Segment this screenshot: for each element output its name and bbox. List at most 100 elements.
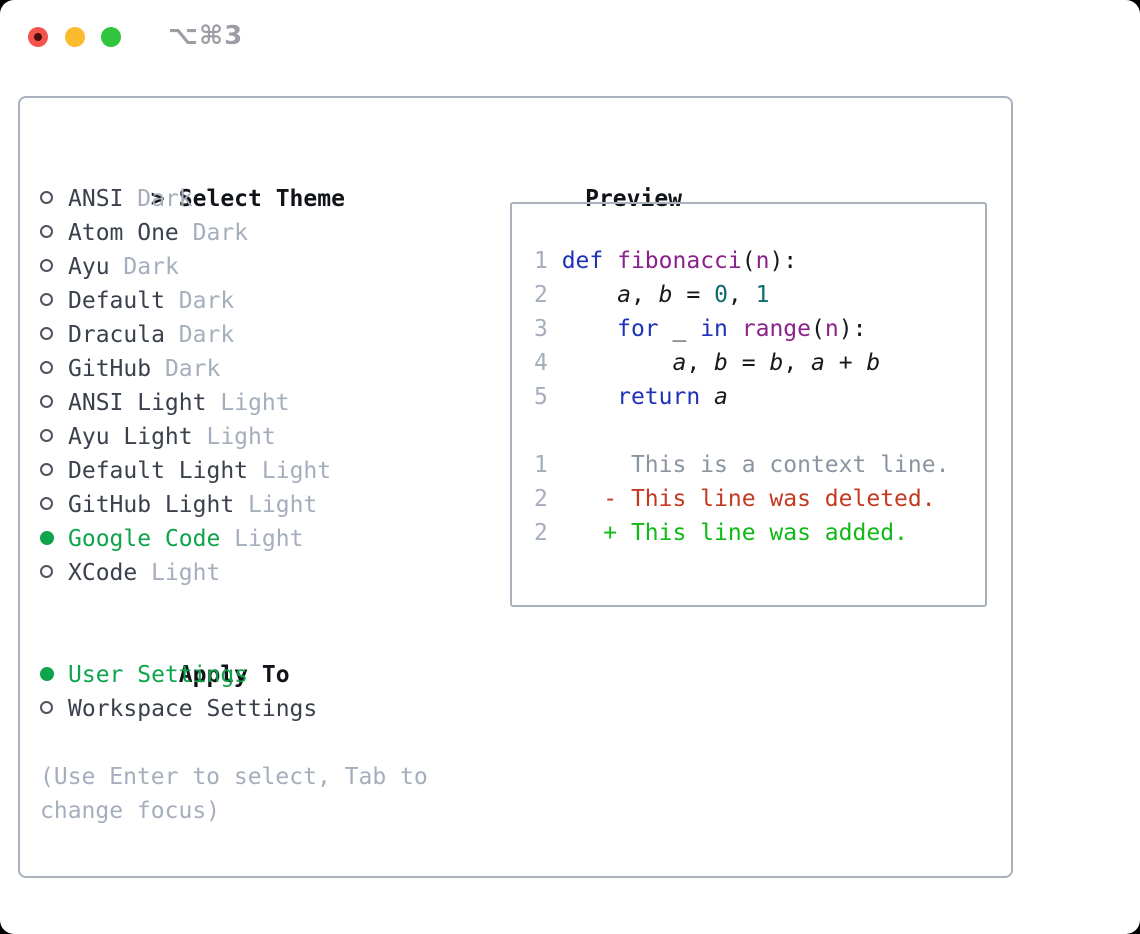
theme-option-default-light[interactable]: Default Light Light xyxy=(40,454,428,488)
theme-variant-label: Dark xyxy=(164,356,221,382)
code-token: ( xyxy=(811,316,825,342)
theme-option-xcode[interactable]: XCode Light xyxy=(40,556,428,590)
diff-text: + This line was added. xyxy=(547,520,908,546)
code-token: for xyxy=(617,316,659,342)
radio-unselected-icon xyxy=(40,250,68,284)
close-dot-icon xyxy=(34,33,42,41)
theme-name: Atom One xyxy=(68,220,179,246)
code-token xyxy=(562,350,673,376)
diff-line: 1 This is a context line. xyxy=(534,448,985,482)
code-token: n xyxy=(824,316,839,342)
theme-option-github-light[interactable]: GitHub Light Light xyxy=(40,488,428,522)
code-token xyxy=(562,384,617,410)
theme-option-ayu[interactable]: Ayu Dark xyxy=(40,250,428,284)
radio-unselected-icon xyxy=(40,284,68,318)
diff-preview: 1 This is a context line.2 - This line w… xyxy=(534,448,985,550)
theme-name: XCode xyxy=(68,560,138,586)
radio-unselected-icon xyxy=(40,386,68,420)
theme-variant-label: Dark xyxy=(178,322,235,348)
code-token: 1 xyxy=(755,282,770,308)
radio-unselected-icon xyxy=(40,182,68,216)
diff-line: 2 - This line was deleted. xyxy=(534,482,985,516)
code-line: 3 for _ in range(n): xyxy=(534,312,985,346)
line-number: 1 xyxy=(534,248,562,274)
theme-variant-label: Dark xyxy=(192,220,249,246)
code-token: + xyxy=(824,350,867,376)
theme-variant-label: Light xyxy=(234,526,304,552)
code-token: b xyxy=(714,350,728,376)
radio-unselected-icon xyxy=(40,216,68,250)
apply-option-label: User Settings xyxy=(68,662,249,688)
code-token: 0 xyxy=(714,282,728,308)
code-token: a xyxy=(617,282,631,308)
theme-variant-label: Light xyxy=(220,390,290,416)
code-token: a xyxy=(672,350,687,376)
help-text: (Use Enter to select, Tab to change focu… xyxy=(40,760,428,828)
apply-to-header-row: Apply To xyxy=(40,624,428,688)
theme-name: GitHub Light xyxy=(68,492,235,518)
line-number: 2 xyxy=(534,282,562,308)
theme-variant-label: Light xyxy=(248,492,318,518)
theme-option-atom-one[interactable]: Atom One Dark xyxy=(40,216,428,250)
theme-name: Dracula xyxy=(68,322,165,348)
code-token: b xyxy=(658,282,673,308)
radio-selected-icon xyxy=(40,658,68,692)
theme-name: ANSI xyxy=(68,186,124,212)
theme-variant-label: Dark xyxy=(123,254,179,280)
minimize-button[interactable] xyxy=(65,27,85,47)
select-theme-title: Select Theme xyxy=(178,186,345,212)
code-token: a xyxy=(714,384,728,410)
code-token: return xyxy=(617,384,701,410)
code-token: b xyxy=(769,350,784,376)
apply-option-user-settings[interactable]: User Settings xyxy=(40,658,428,692)
radio-selected-icon xyxy=(40,522,68,556)
maximize-button[interactable] xyxy=(101,27,121,47)
code-token: , xyxy=(686,350,715,376)
line-number: 1 xyxy=(534,452,548,478)
code-line: 2 a, b = 0, 1 xyxy=(534,278,985,312)
help-line-1: (Use Enter to select, Tab to xyxy=(40,764,428,790)
theme-variant-label: Light xyxy=(206,424,276,450)
theme-name: Default xyxy=(68,288,165,314)
radio-unselected-icon xyxy=(40,556,68,590)
preview-header-row: Preview xyxy=(502,148,682,212)
code-token: = xyxy=(672,282,715,308)
theme-option-dracula[interactable]: Dracula Dark xyxy=(40,318,428,352)
theme-option-default[interactable]: Default Dark xyxy=(40,284,428,318)
theme-option-ansi-light[interactable]: ANSI Light Light xyxy=(40,386,428,420)
help-line-2: change focus) xyxy=(40,798,221,824)
theme-variant-label: Dark xyxy=(178,288,235,314)
theme-option-google-code[interactable]: Google Code Light xyxy=(40,522,428,556)
code-token xyxy=(700,384,714,410)
code-token: , xyxy=(630,282,659,308)
theme-option-github[interactable]: GitHub Dark xyxy=(40,352,428,386)
radio-unselected-icon xyxy=(40,318,68,352)
select-theme-header-row: >Select Theme xyxy=(40,148,428,212)
theme-name: GitHub xyxy=(68,356,152,382)
code-token: , xyxy=(727,282,756,308)
code-token: ( xyxy=(741,248,756,274)
code-token: in xyxy=(700,316,728,342)
apply-option-workspace-settings[interactable]: Workspace Settings xyxy=(40,692,428,726)
code-token: ): xyxy=(769,248,798,274)
diff-text: - This line was deleted. xyxy=(547,486,936,512)
theme-option-ansi[interactable]: ANSI Dark xyxy=(40,182,428,216)
preview-title: Preview xyxy=(585,186,683,212)
theme-variant-label: Light xyxy=(151,560,221,586)
theme-option-ayu-light[interactable]: Ayu Light Light xyxy=(40,420,428,454)
code-line: 1 def fibonacci(n): xyxy=(534,244,985,278)
apply-to-title: Apply To xyxy=(178,662,290,688)
code-token: _ xyxy=(658,316,701,342)
window-title: ⌥⌘3 xyxy=(168,21,244,51)
theme-name: Google Code xyxy=(68,526,221,552)
radio-unselected-icon xyxy=(40,420,68,454)
code-token: n xyxy=(755,248,770,274)
line-number: 5 xyxy=(534,384,562,410)
line-number: 3 xyxy=(534,316,562,342)
code-token xyxy=(728,316,742,342)
close-button[interactable] xyxy=(28,27,48,47)
